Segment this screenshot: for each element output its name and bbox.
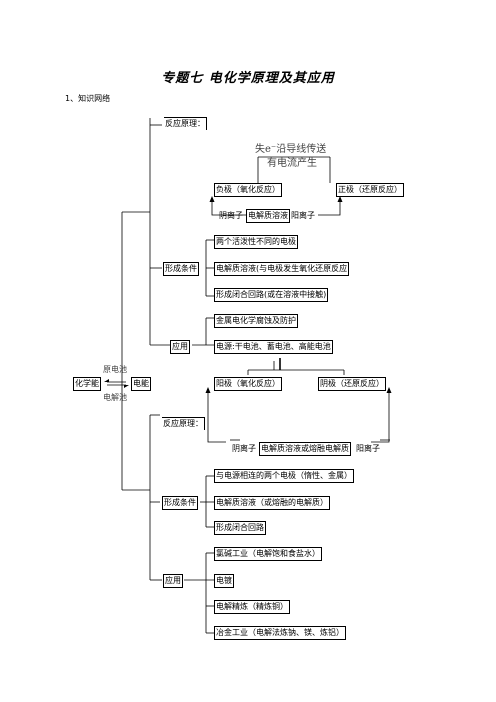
electrolytic-condition-2: 电解质溶液（或熔融的电解质） <box>214 496 330 510</box>
page-title: 专题七 电化学原理及其应用 <box>161 71 335 86</box>
current-produced-text: 有电流产生 <box>267 158 317 169</box>
galvanic-principle-label: 反应原理： <box>164 117 207 130</box>
galvanic-electrolyte-box: 电解质溶液 <box>246 209 290 223</box>
electrolytic-application-4: 冶金工业（电解法炼钠、镁、炼铝） <box>214 626 346 640</box>
electrolytic-condition-1: 与电源相连的两个电极（惰性、金属） <box>214 469 354 483</box>
chemical-energy-box: 化学能 <box>73 377 101 391</box>
cathode-box: 阴极（还原反应） <box>318 377 386 391</box>
electrolytic-application-1: 氯碱工业（电解饱和食盐水） <box>214 547 322 561</box>
galvanic-condition-3: 形成闭合回路(或在溶液中接触) <box>214 288 329 302</box>
electrolytic-condition-3: 形成闭合回路 <box>214 521 266 535</box>
electrolytic-application-label: 应用 <box>163 574 183 588</box>
galvanic-application-1: 金属电化学腐蚀及防护 <box>214 314 298 328</box>
electrolytic-cation-label: 阳离子 <box>356 444 380 453</box>
galvanic-cell-label: 原电池 <box>103 365 127 374</box>
galvanic-cation-label: 阳离子 <box>291 211 315 220</box>
electrolytic-electrolyte-box: 电解质溶液或熔融电解质 <box>259 442 351 456</box>
electrolytic-anion-label: 阴离子 <box>232 444 256 453</box>
electrolytic-application-2: 电镀 <box>214 574 234 588</box>
electric-energy-box: 电能 <box>131 377 151 391</box>
section-heading: 1、知识网络 <box>65 94 111 103</box>
electrolytic-conditions-label: 形成条件 <box>162 496 198 510</box>
electron-flow-text: 失e⁻沿导线传送 <box>255 144 327 155</box>
galvanic-application-2: 电源:干电池、蓄电池、高能电池 <box>214 340 333 354</box>
positive-electrode-box: 正极（还原反应） <box>336 183 404 197</box>
negative-electrode-box: 负极（氧化反应） <box>214 183 282 197</box>
anode-box: 阳极（氧化反应） <box>214 377 282 391</box>
electrolytic-cell-label: 电解池 <box>103 393 127 402</box>
galvanic-conditions-label: 形成条件 <box>163 262 199 276</box>
electrolytic-application-3: 电解精炼（精炼铜） <box>214 600 290 614</box>
galvanic-anion-label: 阴离子 <box>219 211 243 220</box>
galvanic-condition-2: 电解质溶液(与电极发生氧化还原反应 <box>214 262 350 276</box>
galvanic-condition-1: 两个活泼性不同的电极 <box>214 235 298 249</box>
electrolytic-principle-label: 反应原理： <box>162 417 205 430</box>
galvanic-application-label: 应用 <box>170 340 190 354</box>
